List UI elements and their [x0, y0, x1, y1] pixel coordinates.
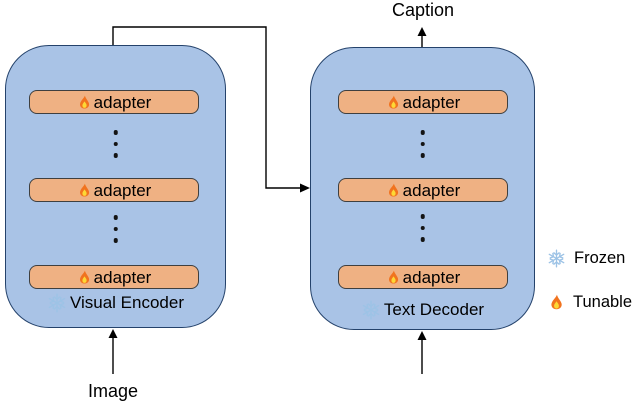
legend-tunable: Tunable [548, 292, 632, 312]
snowflake-icon [47, 293, 67, 313]
decoder-input-arrowhead [417, 331, 427, 340]
flame-icon [77, 94, 92, 111]
adapter-label: adapter [93, 180, 152, 200]
decoder-adapter-bottom: adapter [338, 265, 508, 289]
ellipsis-dots [113, 130, 118, 158]
encoder-adapter-top: adapter [29, 90, 199, 114]
adapter-label: adapter [402, 180, 461, 200]
adapter-label: adapter [402, 92, 461, 112]
snowflake-icon [547, 249, 566, 268]
decoder-adapter-middle: adapter [338, 178, 508, 202]
decoder-left-arrowhead [300, 183, 310, 193]
visual-encoder-module: adapter adapter adapter Visual Encoder [5, 45, 226, 328]
encoder-adapter-middle: adapter [29, 178, 199, 202]
image-label: Image [87, 381, 139, 401]
ellipsis-dots [113, 215, 118, 243]
adapter-label: adapter [93, 92, 152, 112]
text-decoder-module: adapter adapter adapter Text Decoder [310, 47, 535, 330]
adapter-label: adapter [402, 267, 461, 287]
visual-encoder-title: Visual Encoder [6, 292, 225, 313]
adapter-label: adapter [93, 267, 152, 287]
text-decoder-title: Text Decoder [311, 299, 534, 320]
flame-icon [548, 293, 565, 312]
flame-icon [386, 94, 401, 111]
caption-label: Caption [391, 0, 455, 20]
image-arrowhead [108, 329, 118, 338]
legend-tunable-label: Tunable [573, 293, 633, 311]
flame-icon [77, 269, 92, 286]
flame-icon [386, 182, 401, 199]
ellipsis-dots [420, 130, 425, 158]
legend-frozen-label: Frozen [574, 249, 626, 267]
legend-frozen: Frozen [547, 248, 625, 268]
flame-icon [77, 182, 92, 199]
flame-icon [386, 269, 401, 286]
decoder-adapter-top: adapter [338, 90, 508, 114]
text-decoder-title-text: Text Decoder [383, 300, 485, 319]
caption-arrowhead [417, 27, 427, 36]
encoder-adapter-bottom: adapter [29, 265, 199, 289]
ellipsis-dots [420, 214, 425, 242]
snowflake-icon [361, 300, 381, 320]
visual-encoder-title-text: Visual Encoder [69, 293, 185, 312]
